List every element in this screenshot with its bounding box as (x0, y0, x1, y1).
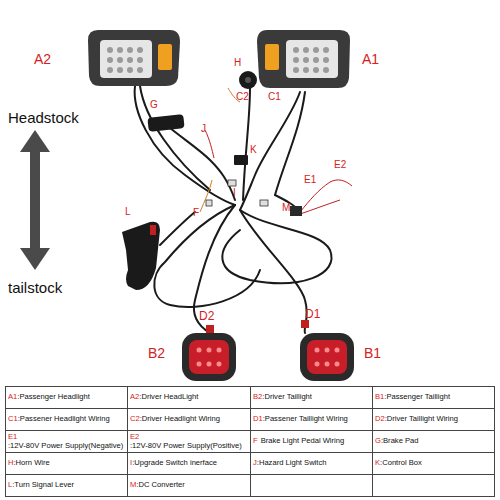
table-cell: I:Upgrade Switch inerface (130, 453, 248, 474)
callout-letter: G (150, 100, 158, 110)
table-cell: B1:Passenger Taillight (375, 387, 492, 408)
callout-letter: M (282, 203, 290, 213)
driver-taillight (182, 325, 236, 381)
table-code: A2 (130, 393, 139, 401)
table-code: D1 (253, 415, 263, 423)
callout-letter: D2 (199, 310, 214, 322)
table-code: E2 (130, 433, 139, 441)
driver-headlight (88, 30, 180, 86)
table-code: B1 (375, 393, 384, 401)
table-cell: M:DC Converter (130, 475, 248, 496)
callout-letter: F (193, 208, 199, 218)
table-cell: C2:Driver Headlight Wiring (130, 409, 248, 430)
table-code: J (253, 459, 257, 467)
table-cell: FBrake Light Pedal Wiring (253, 431, 370, 452)
power-leads (205, 130, 352, 214)
table-code: G (375, 437, 381, 445)
table-code: H (8, 459, 13, 467)
turn-signal-lever (122, 222, 160, 290)
table-description: :DC Converter (136, 481, 185, 489)
table-description: :12V-80V Power Supply(Positive) (130, 442, 242, 450)
callout-letter: C2 (236, 92, 249, 102)
table-cell: L:Turn Signal Lever (8, 475, 125, 496)
legend-table-grid (6, 387, 495, 497)
table-cell: B2:Driver Taillight (253, 387, 370, 408)
table-description: :Passener Taillight Wiring (263, 415, 348, 423)
table-code: B2 (253, 393, 262, 401)
callout-letter: L (125, 207, 131, 217)
table-cell: A2:Driver HeadLight (130, 387, 248, 408)
table-code: C2 (130, 415, 140, 423)
table-code: I (130, 459, 132, 467)
connectors (206, 180, 268, 206)
table-description: :12V-80V Power Supply(Negative) (8, 442, 123, 450)
table-cell: K:Control Box (375, 453, 492, 474)
table-code: L (8, 481, 12, 489)
direction-label: Headstock (8, 110, 79, 125)
callout-letter: B1 (364, 346, 381, 360)
callout-letter: E2 (334, 160, 346, 170)
table-description: Brake Light Pedal Wiring (261, 437, 345, 445)
table-code: E1 (8, 433, 17, 441)
table-description: :Turn Signal Lever (12, 481, 74, 489)
table-code: K (375, 459, 380, 467)
table-description: :Passenger Taillight (384, 393, 450, 401)
table-description: :Driver Taillight Wiring (385, 415, 458, 423)
dc-converter (290, 206, 302, 216)
table-description: :Control Box (380, 459, 422, 467)
table-description: :Passener Headlight Wiring (18, 415, 110, 423)
table-cell: E1:12V-80V Power Supply(Negative) (8, 431, 125, 452)
table-code: A1 (8, 393, 17, 401)
table-description: :Horn Wire (13, 459, 49, 467)
table-cell: J:Hazard Light Switch (253, 453, 370, 474)
horn (239, 71, 257, 89)
control-box (234, 155, 248, 165)
table-description: :Hazard Light Switch (257, 459, 327, 467)
table-cell: A1:Passenger Headlight (8, 387, 125, 408)
callout-letter: E1 (304, 175, 316, 185)
table-description: :Driver Taillight (262, 393, 312, 401)
direction-label: tailstock (8, 280, 62, 295)
passenger-taillight (300, 320, 354, 381)
table-code: D2 (375, 415, 385, 423)
passenger-headlight (257, 30, 350, 88)
callout-letter: B2 (148, 346, 165, 360)
callout-letter: C1 (268, 92, 281, 102)
table-code: F (253, 437, 258, 445)
table-cell: E2:12V-80V Power Supply(Positive) (130, 431, 248, 452)
table-description: :Brake Pad (381, 437, 419, 445)
table-cell: D2:Driver Taillight Wiring (375, 409, 492, 430)
callout-letter: A2 (34, 52, 51, 66)
callout-letter: H (234, 58, 241, 68)
table-description: :Driver Headlight Wiring (140, 415, 220, 423)
table-description: :Passenger Headlight (17, 393, 90, 401)
callout-letter: I (233, 188, 236, 198)
table-cell: D1:Passener Taillight Wiring (253, 409, 370, 430)
direction-arrow (20, 130, 50, 270)
table-code: M (130, 481, 136, 489)
signal-leads (200, 88, 240, 212)
callout-letter: J (201, 124, 206, 134)
brake-pad (147, 114, 184, 132)
table-code: C1 (8, 415, 18, 423)
callout-letter: A1 (362, 52, 379, 66)
table-cell: G:Brake Pad (375, 431, 492, 452)
table-description: :Driver HeadLight (139, 393, 198, 401)
table-cell: C1:Passener Headlight Wiring (8, 409, 125, 430)
table-description: :Upgrade Switch inerface (132, 459, 217, 467)
callout-letter: D1 (305, 308, 320, 320)
callout-letter: K (250, 145, 257, 155)
table-cell: H:Horn Wire (8, 453, 125, 474)
